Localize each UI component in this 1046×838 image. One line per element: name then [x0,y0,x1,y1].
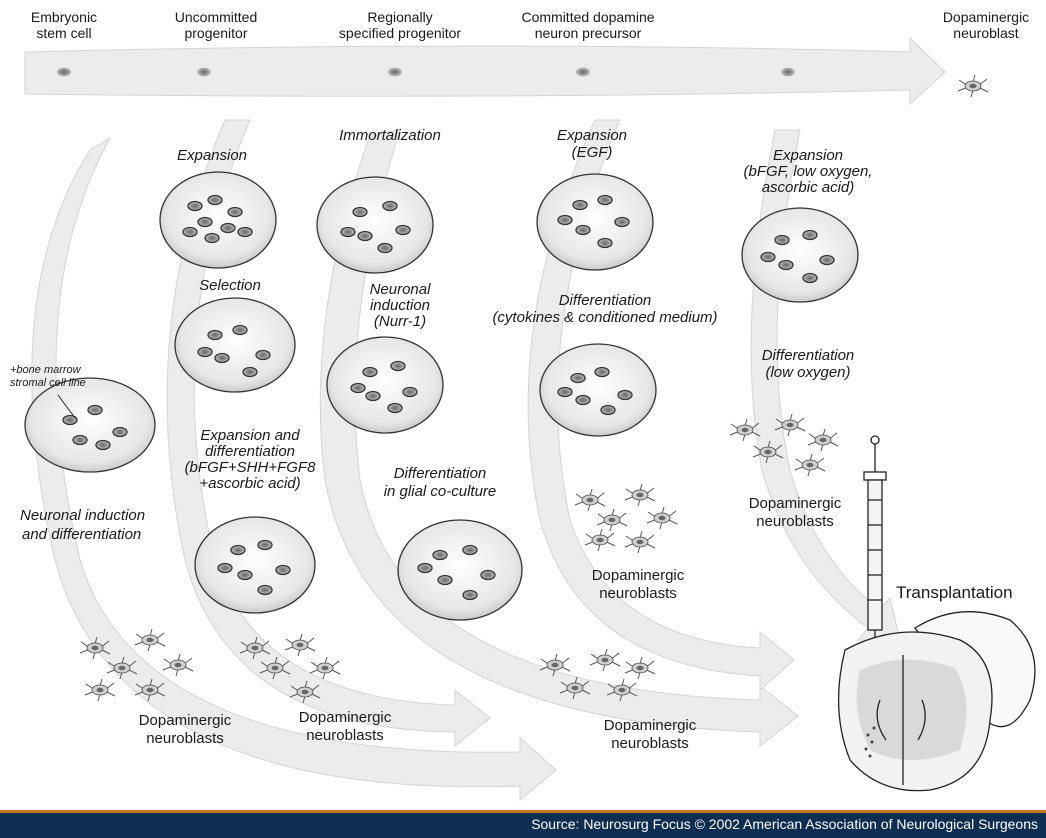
neuroblast-icon [958,75,988,97]
dopamine-precursor-icon [576,68,590,77]
dish-col5-expansion [742,208,858,302]
svg-text:Expansion: Expansion [177,147,247,164]
dish-col2-selection [175,298,295,392]
svg-text:Differentiation(low oxygen): Differentiation(low oxygen) [762,347,855,381]
transplantation-label: Transplantation [896,583,1013,602]
source-footer: Source: Neurosurg Focus © 2002 American … [0,810,1046,838]
dish-col3-immortal [317,177,433,273]
source-text: Source: Neurosurg Focus © 2002 American … [531,816,1038,832]
dish-col2-expansion [160,172,276,268]
stem-cell-icon [57,68,71,77]
progenitor-cell-icon [197,68,211,77]
dish-col3-induction [327,337,443,433]
petri-dishes [25,172,858,620]
svg-text:Differentiation(cytokines & co: Differentiation(cytokines & conditioned … [492,292,717,326]
dish-col1 [25,378,155,472]
specified-progenitor-icon [388,68,402,77]
cluster-col4-mid [575,484,677,553]
svg-text:Immortalization: Immortalization [339,127,441,144]
dish-col4-diff [540,344,656,436]
precursor-cell-icon [781,68,795,77]
top-arrow [25,38,945,104]
dish-col3-glial [398,520,522,620]
dish-col2-diff [195,517,315,613]
svg-text:Selection: Selection [199,277,261,294]
svg-text:Expansion(bFGF, low oxygen,asc: Expansion(bFGF, low oxygen,ascorbic acid… [744,147,873,196]
svg-text:Expansion(EGF): Expansion(EGF) [557,127,627,161]
dish-col4-expansion [537,174,653,270]
